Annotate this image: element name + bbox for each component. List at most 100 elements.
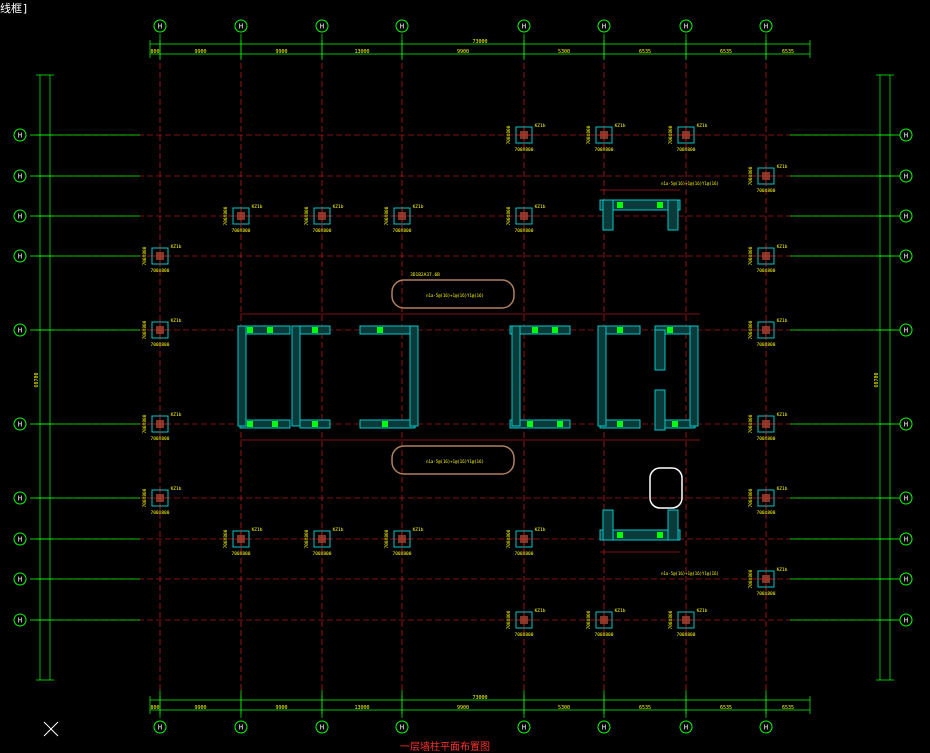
axis-bubble-circle	[899, 417, 913, 431]
axis-bubble: H	[395, 720, 409, 734]
dimension-span-label: 6535	[639, 705, 651, 711]
axis-bubble-label: H	[904, 536, 908, 544]
column-size-vertical: 700X800	[586, 125, 592, 144]
reinforcement-note-bottom: n1a-5@(16)+1@(16)Y1@(16)	[661, 571, 719, 576]
axis-bubble: H	[395, 19, 409, 33]
axis-bubble-label: H	[18, 495, 22, 503]
wall-boundary-element	[272, 421, 278, 427]
axis-bubble: H	[13, 169, 27, 183]
axis-bubble: H	[899, 249, 913, 263]
column-size: 700X800	[151, 510, 170, 516]
axis-bubble-circle	[597, 720, 611, 734]
wall-boundary-element	[657, 202, 663, 208]
axis-bubble-circle	[679, 19, 693, 33]
axis-bubble-circle	[315, 19, 329, 33]
column-size: 700X800	[515, 632, 534, 638]
column-size: 700X800	[757, 188, 776, 194]
column-tag: KZ1b	[252, 204, 263, 210]
axis-bubble-circle	[13, 169, 27, 183]
column-size-vertical: 700X800	[668, 125, 674, 144]
axis-bubble-label: H	[522, 23, 526, 31]
column-size-vertical: 700X800	[506, 206, 512, 225]
column-tag: KZ1b	[535, 608, 546, 614]
revision-cloud	[391, 279, 515, 309]
wall-segment	[667, 509, 679, 541]
axis-bubble-circle	[13, 128, 27, 142]
wall-segment	[689, 325, 699, 427]
axis-bubble-label: H	[904, 617, 908, 625]
column-size: 700X800	[757, 436, 776, 442]
axis-bubble-circle	[13, 613, 27, 627]
column-size-vertical: 700X800	[748, 320, 754, 339]
axis-bubble-circle	[899, 532, 913, 546]
wall-segment	[291, 325, 301, 427]
axis-bubble-label: H	[18, 132, 22, 140]
column-size: 700X800	[313, 228, 332, 234]
axis-bubble-label: H	[18, 617, 22, 625]
axis-bubble: H	[597, 19, 611, 33]
axis-bubble-circle	[153, 19, 167, 33]
axis-bubble-label: H	[18, 327, 22, 335]
axis-bubble-label: H	[904, 495, 908, 503]
axis-bubble-label: H	[400, 23, 404, 31]
column-size-vertical: 700X800	[142, 320, 148, 339]
axis-bubble-label: H	[239, 23, 243, 31]
column-size-vertical: 700X800	[748, 166, 754, 185]
axis-bubble: H	[899, 209, 913, 223]
column-size-vertical: 700X800	[586, 610, 592, 629]
column-size-vertical: 700X800	[506, 529, 512, 548]
axis-bubble-circle	[13, 417, 27, 431]
column-size: 700X800	[515, 228, 534, 234]
wall-segment	[597, 325, 607, 427]
wall-segment	[509, 325, 571, 335]
column-tag: KZ1b	[535, 123, 546, 129]
dimension-span-label: 9900	[457, 49, 469, 55]
axis-bubble: H	[153, 720, 167, 734]
axis-bubble: H	[315, 720, 329, 734]
wall-boundary-element	[617, 421, 623, 427]
dimension-span-label: 6535	[639, 49, 651, 55]
axis-bubble-label: H	[18, 173, 22, 181]
column-size-vertical: 700X800	[384, 529, 390, 548]
axis-bubble-label: H	[18, 421, 22, 429]
axis-bubble: H	[679, 720, 693, 734]
column-tag: KZ1b	[777, 567, 788, 573]
axis-bubble-label: H	[684, 724, 688, 732]
wall-boundary-element	[557, 421, 563, 427]
axis-bubble: H	[759, 720, 773, 734]
dimension-span-label: 6535	[782, 49, 794, 55]
column-tag: KZ1b	[697, 608, 708, 614]
column-size: 700X800	[151, 342, 170, 348]
axis-bubble-label: H	[904, 421, 908, 429]
column-tag: KZ1b	[697, 123, 708, 129]
drawing-caption: 一层墙柱平面布置图	[400, 742, 490, 753]
dimension-overall-label: 73000	[472, 695, 487, 701]
selection-cloud	[649, 467, 683, 509]
wall-boundary-element	[617, 327, 623, 333]
axis-bubble-circle	[13, 532, 27, 546]
column-size: 700X800	[757, 342, 776, 348]
column-tag: KZ1b	[535, 204, 546, 210]
axis-bubble: H	[517, 19, 531, 33]
axis-bubble: H	[899, 491, 913, 505]
column-tag: KZ1b	[777, 244, 788, 250]
column-size: 700X800	[232, 551, 251, 557]
dimension-overall-label: 73000	[472, 39, 487, 45]
axis-bubble-label: H	[764, 23, 768, 31]
viewport-label: 线框]	[0, 2, 29, 15]
column-size: 700X800	[313, 551, 332, 557]
column-size: 700X800	[595, 147, 614, 153]
wall-segment	[667, 199, 679, 231]
axis-bubble-label: H	[18, 576, 22, 584]
